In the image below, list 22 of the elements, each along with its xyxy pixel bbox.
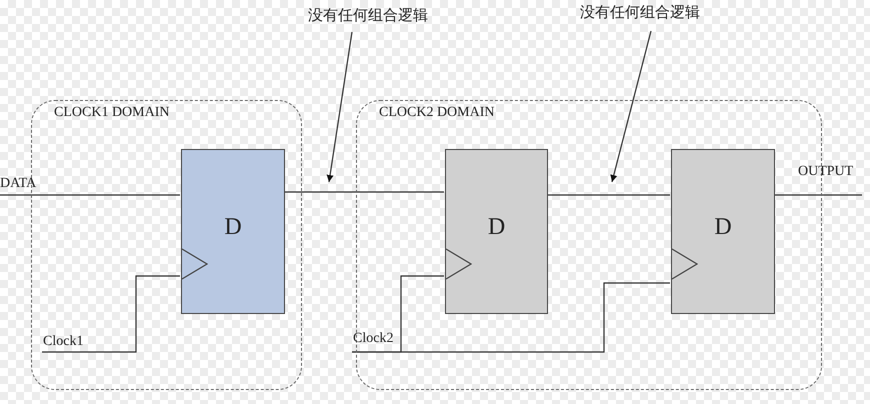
signal-wire xyxy=(284,191,444,193)
flip-flop-box xyxy=(181,149,285,314)
signal-wire xyxy=(774,194,862,196)
flip-flop-label: D xyxy=(713,214,733,241)
signal-wire xyxy=(547,194,670,196)
signal-wire xyxy=(0,194,180,196)
domain-title: CLOCK2 DOMAIN xyxy=(379,105,494,121)
leader-arrow xyxy=(610,30,652,182)
domain-title: CLOCK1 DOMAIN xyxy=(54,105,170,121)
signal-wire xyxy=(42,275,180,353)
signal-label: Clock1 xyxy=(43,334,84,352)
annotation-text: 没有任何组合逻辑 xyxy=(568,3,712,27)
annotation-text: 没有任何组合逻辑 xyxy=(296,6,440,30)
signal-label: Clock2 xyxy=(353,331,394,349)
flip-flop-label: D xyxy=(486,214,506,241)
leader-arrow xyxy=(326,32,353,182)
signal-label: OUTPUT xyxy=(798,164,854,182)
signal-label: DATA xyxy=(0,176,36,194)
flip-flop-box xyxy=(445,149,548,314)
flip-flop-box xyxy=(671,149,775,314)
flip-flop-label: D xyxy=(223,214,243,241)
signal-wire xyxy=(352,282,670,353)
